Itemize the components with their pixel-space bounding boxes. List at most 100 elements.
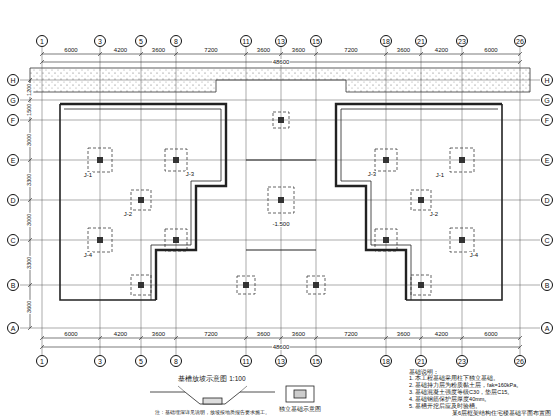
dimension: 3600 [396,331,411,337]
axis-bubble: F [541,114,553,126]
dimension: 3600 [396,47,411,53]
footing-callout: J-1 [83,172,93,178]
axis-bubble: 3 [94,355,106,367]
dimension: 4200 [113,47,128,53]
axis-label: C [10,237,15,244]
footing-callout: J-2 [123,211,133,217]
dimension: 7200 [203,331,218,337]
dimension: 6000 [483,47,498,53]
total-dimension: 48600 [272,59,291,65]
axis-bubble: G [541,94,553,106]
axis-label: G [10,97,15,104]
axis-label: 5 [139,358,143,365]
note-line: 3. 基础混凝土强度等级C30，垫层C15。 [408,390,514,396]
axis-label: B [545,282,550,289]
axis-bubble: 8 [170,35,182,47]
axis-bubble: 1 [36,355,48,367]
note-line: 5. 基槽开挖后应及时验槽。 [408,404,482,410]
footing-callout: J-3 [367,171,377,177]
isolated-footings [88,112,474,295]
axis-label: 15 [312,38,320,45]
dimension: 1200 [27,83,33,97]
axis-bubble: D [7,194,19,206]
axis-label: H [544,77,549,84]
axis-label: D [10,197,15,204]
axis-bubble: D [541,194,553,206]
axis-label: 18 [382,38,390,45]
axis-label: 13 [277,38,285,45]
axis-bubble: G [7,94,19,106]
dimension: 3600 [27,299,33,313]
axis-bubble: H [7,74,19,86]
axis-bubble: 13 [275,355,287,367]
dimension: 6000 [483,331,498,337]
axis-bubble: 3 [94,35,106,47]
sheet-title: 某6层框架结构住宅楼基础平面布置图 [451,411,552,417]
axis-bubble: 15 [310,355,322,367]
detail-title: 独立基础示意图 [278,407,322,413]
axis-bubble: 26 [514,35,526,47]
axis-label: 21 [417,358,425,365]
axis-bubble: 21 [415,355,427,367]
axis-bubble: A [7,322,19,334]
axis-bubble: 15 [310,35,322,47]
axis-bubble: 26 [514,355,526,367]
axis-label: C [544,237,549,244]
axis-bubble: 23 [456,355,468,367]
dimension: 7200 [343,331,358,337]
dimension: 3600 [151,331,166,337]
axis-label: G [544,97,549,104]
axis-label: 3 [98,38,102,45]
axis-bubble: 13 [275,35,287,47]
axis-label: F [11,117,15,124]
axis-label: 26 [516,358,524,365]
axis-bubble: 21 [415,35,427,47]
axis-label: 23 [458,358,466,365]
detail-sketches [150,386,314,404]
axis-label: B [11,282,16,289]
axis-label: E [545,157,550,164]
dimension: 3600 [256,47,271,53]
notes-heading: 基础说明： [408,369,440,375]
axis-label: D [544,197,549,204]
axis-bubble: 23 [456,35,468,47]
dimension: 4200 [113,331,128,337]
dimension: 3600 [151,47,166,53]
dimension: 6000 [63,331,78,337]
axis-label: 21 [417,38,425,45]
axis-bubble: 8 [170,355,182,367]
note-line: 1. 本工程基础采用柱下独立基础。 [408,376,500,382]
axis-bubble: B [7,279,19,291]
axis-label: F [545,117,549,124]
axis-label: 11 [242,358,249,365]
axis-bubble: 5 [135,355,147,367]
footing-callout: J-2 [429,211,439,217]
dimension: 7200 [203,47,218,53]
axis-bubble: 5 [135,35,147,47]
axis-bubble: B [541,279,553,291]
footing-callout: J-4 [83,252,93,258]
dimension: 3000 [27,133,33,147]
axis-label: 18 [382,358,390,365]
total-dimension: 48600 [272,344,291,350]
dimension: 4200 [434,47,449,53]
elevation-mark: -1.500 [271,221,290,227]
footing-callout: J-1 [435,172,445,178]
axis-bubble: 11 [240,35,252,47]
axis-bubble: 1 [36,35,48,47]
dimension: 3300 [27,173,33,187]
axis-bubble: 18 [380,355,392,367]
dimension: 3600 [291,331,306,337]
axis-bubble: 18 [380,35,392,47]
note-line: 2. 基础持力层为粉质黏土层，fak=160kPa。 [408,383,523,389]
axis-bubble: H [541,74,553,86]
axis-bubble: C [7,234,19,246]
dimension: 6000 [63,47,78,53]
dimension: 1500 [27,103,33,117]
axis-label: 26 [516,38,524,45]
axis-label: 1 [40,38,44,45]
axis-bubble: 11 [240,355,252,367]
foundation-beams [60,104,502,300]
axis-label: 15 [312,358,320,365]
